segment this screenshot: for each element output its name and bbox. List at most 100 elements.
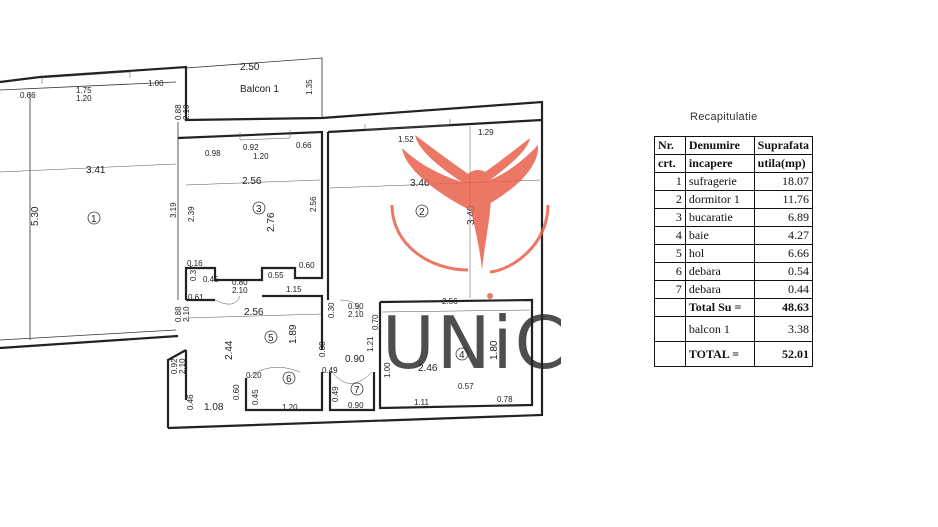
r7-door-dim: 0.49	[322, 366, 338, 375]
balcony-label: Balcon 1	[240, 84, 279, 95]
room-2: 1.52 1.29 3.46 3.40 0.30 2	[326, 118, 543, 318]
hdr-denumire: Denumire	[684, 136, 755, 155]
balcony-row-value: 3.38	[753, 316, 814, 342]
r5-side-b-dim: 2.10	[182, 306, 191, 322]
balcony-row: balcon 1 3.38	[654, 316, 814, 342]
r1-win-a-dim: 1.75	[76, 86, 92, 95]
r7-w-dim: 0.90	[348, 401, 364, 410]
hdr-utila: utila(mp)	[753, 154, 814, 173]
r5-height-dim: 1.89	[288, 324, 299, 344]
watermark-brand: UNiC	[382, 301, 567, 385]
r1-side-a-dim: 0.88	[174, 104, 183, 120]
room-6-number: 6	[286, 374, 292, 385]
room-7: 0.49 0.49 0.90 7	[322, 366, 376, 412]
r3-bl-a-dim: 0.16	[187, 259, 203, 268]
r6-w-dim: 1.20	[282, 403, 298, 412]
hdr-crt: crt.	[654, 154, 686, 173]
recap-header-row-2: crt. incapere utila(mp)	[654, 154, 814, 173]
r7-h-dim: 0.49	[331, 386, 340, 402]
r3-top-d-dim: 0.66	[296, 141, 312, 150]
hdr-incapere: incapere	[684, 154, 755, 173]
bottom-dims: 1.08 0.46 0.60 0.92 2.10	[170, 358, 241, 413]
table-row: 7 debara 0.44	[654, 280, 814, 299]
r5-bl-a-dim: 0.61	[188, 293, 204, 302]
r1-left-dim: 0.66	[20, 91, 36, 100]
total-su-value: 48.63	[753, 298, 814, 317]
phoenix-body	[466, 170, 492, 270]
r5-mid-dim: 0.90	[345, 354, 365, 365]
r4-door-b-dim: 2.10	[348, 310, 364, 319]
r5-mid-b-dim: 1.21	[366, 336, 375, 352]
balcony-width-dim: 2.50	[240, 62, 260, 73]
room-5: 0.61 1.15 2.56 1.89 2.44 0.88 2.10 0.88 …	[174, 285, 375, 400]
r4-door-a-dim: 0.90	[348, 302, 364, 311]
r3-left-dim: 2.39	[187, 206, 196, 222]
bottom-side-b-dim: 0.60	[232, 384, 241, 400]
r3-top-b-dim: 0.92	[243, 143, 259, 152]
hdr-nr: Nr.	[654, 136, 686, 155]
r3-height-dim: 2.76	[266, 212, 277, 232]
exterior-walls	[0, 65, 544, 430]
r2-height-dim: 3.40	[466, 205, 477, 225]
room-7-number: 7	[354, 385, 360, 396]
room-2-number: 2	[419, 207, 425, 218]
r3-door-b-dim: 2.10	[232, 286, 248, 295]
r1-height-dim: 5.30	[30, 206, 41, 226]
bottom-left-dim: 1.08	[204, 402, 224, 413]
room-4-number: 4	[459, 350, 465, 361]
table-row: 6 debara 0.54	[654, 262, 814, 281]
r3-br-a-dim: 0.55	[268, 271, 284, 280]
r5-door-dim: 1.15	[286, 285, 302, 294]
balcony-row-label: balcon 1	[684, 316, 755, 342]
r3-side-dim: 3.19	[169, 202, 178, 218]
r2-width-dim: 3.46	[410, 178, 430, 189]
r3-right-dim: 2.56	[309, 196, 318, 212]
r2-top-b-dim: 1.29	[478, 128, 494, 137]
r4-bot-b-dim: 0.57	[458, 382, 474, 391]
total-row: TOTAL = 52.01	[654, 341, 814, 367]
room-1-number: 1	[91, 214, 97, 225]
r4-height-dim: 1.80	[489, 340, 500, 360]
r5-left-dim: 2.44	[224, 340, 235, 360]
total-label: TOTAL =	[684, 341, 755, 367]
r4-width-dim: 2.46	[418, 363, 438, 374]
r2-small-dim: 0.30	[327, 302, 336, 318]
room-3: 0.98 0.92 1.20 0.66 2.56 2.76 2.39 2.56 …	[169, 130, 324, 300]
balcony: 2.50 1.35 Balcon 1	[185, 57, 323, 118]
r5-mid-c-dim: 0.88	[318, 341, 327, 357]
r1-win-b-dim: 1.20	[76, 94, 92, 103]
r3-top-c-dim: 1.20	[253, 152, 269, 161]
r5-width-dim: 2.56	[244, 307, 264, 318]
table-row: 3 bucaratie 6.89	[654, 208, 814, 227]
recap-title: Recapitulatie	[690, 111, 758, 123]
room-5-number: 5	[268, 333, 274, 344]
r3-top-a-dim: 0.98	[205, 149, 221, 158]
total-su-label: Total Su =	[684, 298, 755, 317]
r1-width-dim: 3.41	[86, 165, 106, 176]
r1-right-dim: 1.00	[148, 79, 164, 88]
r4-side-b-dim: 1.00	[383, 362, 392, 378]
total-value: 52.01	[753, 341, 814, 367]
phoenix-left-wing	[402, 135, 470, 210]
room-6: 0.20 0.45 1.20 6	[244, 366, 324, 412]
balcony-depth-dim: 1.35	[305, 79, 314, 95]
hdr-suprafata: Suprafata	[753, 136, 814, 155]
r3-width-dim: 2.56	[242, 176, 262, 187]
recap-table: Nr. Denumire Suprafata crt. incapere uti…	[654, 136, 814, 367]
r4-bot-c-dim: 0.78	[497, 395, 513, 404]
bottom-side-a-dim: 0.46	[186, 394, 195, 410]
r4-side-a-dim: 0.70	[371, 314, 380, 330]
r6-h-dim: 0.45	[251, 389, 260, 405]
phoenix-right-wing	[482, 138, 539, 208]
table-row: 1 sufragerie 18.07	[654, 172, 814, 191]
total-su-row: Total Su = 48.63	[654, 298, 814, 317]
r4-top-dim: 2.56	[442, 297, 458, 306]
table-row: 2 dormitor 1 11.76	[654, 190, 814, 209]
watermark-logo	[390, 135, 550, 299]
r3-bl-c-dim: 0.45	[203, 275, 219, 284]
room-1: 0.66 1.75 1.20 1.00 3.41 5.30 0.88 2.10 …	[0, 71, 191, 340]
room-4: 0.90 2.10 0.70 1.00 2.56 2.46 1.80 1.11 …	[339, 297, 534, 410]
r5-side-a-dim: 0.88	[174, 306, 183, 322]
r3-bl-b-dim: 0.37	[189, 265, 198, 281]
r3-door-a-dim: 0.80	[232, 278, 248, 287]
